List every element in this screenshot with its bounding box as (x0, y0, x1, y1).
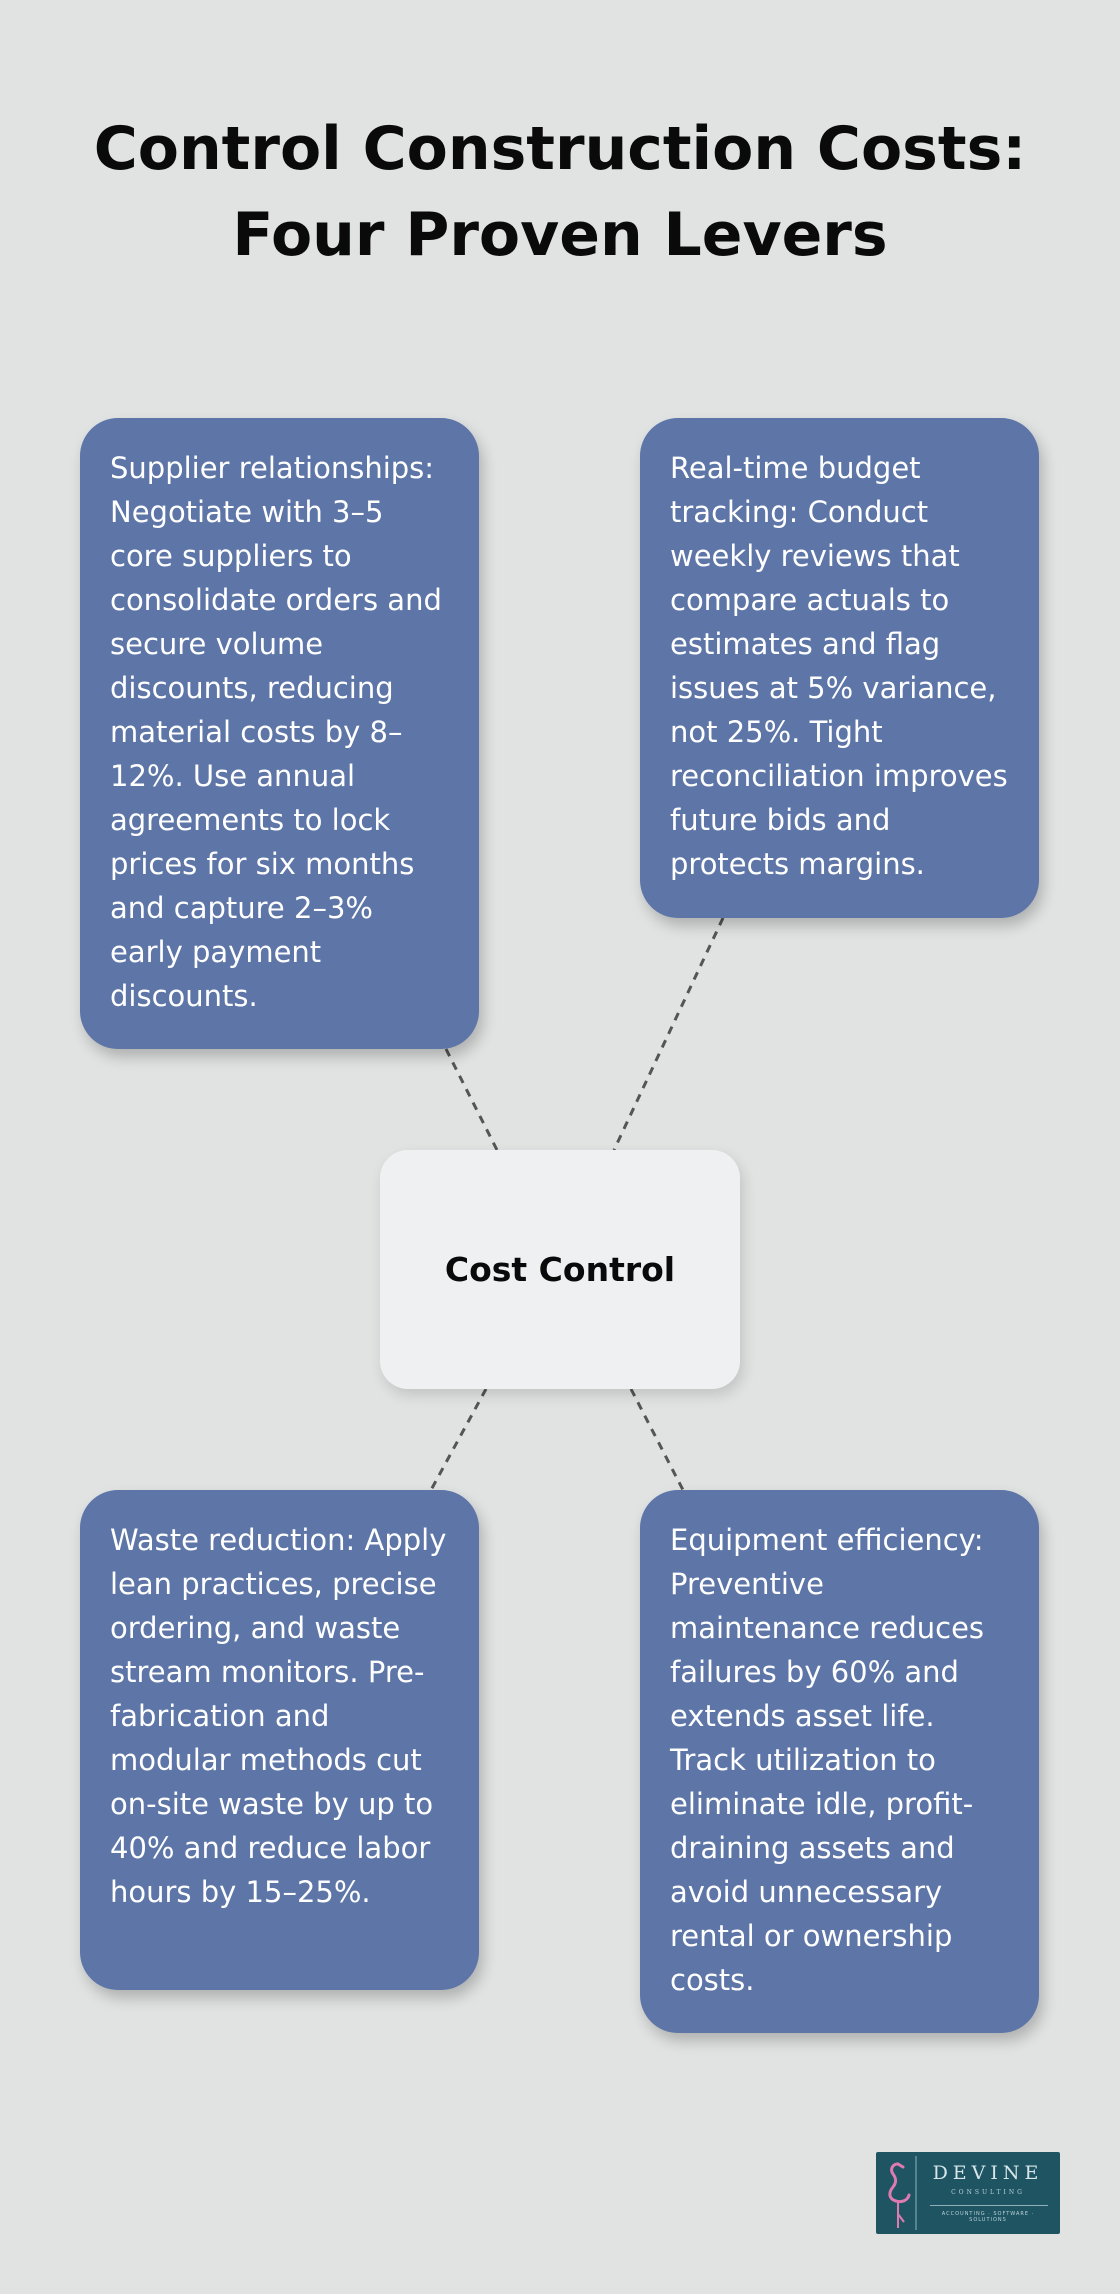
page-title: Control Construction Costs: Four Proven … (60, 106, 1060, 278)
title-line-2: Four Proven Levers (232, 200, 888, 270)
card-supplier-relationships: Supplier relationships: Negotiate with 3… (80, 418, 479, 1049)
connector-waste (429, 1388, 488, 1491)
logo-subtitle: CONSULTING (951, 2189, 1025, 2196)
logo-tagline: ACCOUNTING · SOFTWARE · SOLUTIONS (941, 2211, 1035, 2223)
connector-equipment (629, 1388, 685, 1491)
connector-supplier (444, 1048, 499, 1151)
hub-cost-control: Cost Control (380, 1150, 740, 1389)
card-budget-tracking: Real-time budget tracking: Conduct weekl… (640, 418, 1039, 918)
hub-label: Cost Control (444, 1250, 676, 1289)
logo-name: DEVINE (932, 2162, 1044, 2184)
title-line-1: Control Construction Costs: (93, 114, 1027, 184)
card-equipment-efficiency: Equipment efficiency: Preventive mainten… (640, 1490, 1039, 2033)
card-waste-reduction: Waste reduction: Apply lean practices, p… (80, 1490, 479, 1990)
flamingo-icon (888, 2156, 917, 2230)
devine-logo: DEVINE CONSULTING ACCOUNTING · SOFTWARE … (876, 2152, 1060, 2234)
logo-divider (930, 2205, 1048, 2206)
connector-budget (612, 917, 725, 1151)
